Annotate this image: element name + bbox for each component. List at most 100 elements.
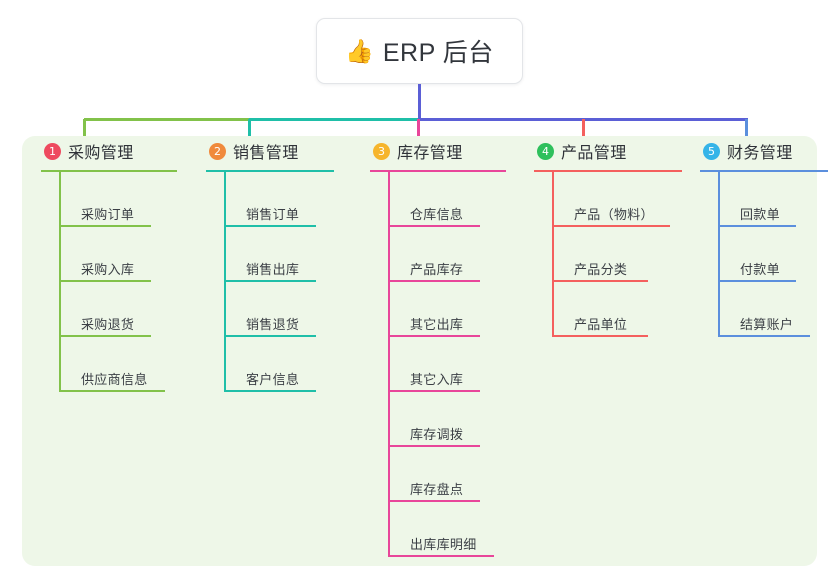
column-rule — [370, 170, 506, 172]
column-badge-icon: 2 — [209, 142, 226, 160]
column-header-2[interactable]: 2 销售管理 — [206, 136, 334, 166]
column-header-1[interactable]: 1 采购管理 — [41, 136, 177, 166]
leaf-node[interactable]: 结算账户 — [718, 282, 828, 337]
column-badge-icon: 1 — [44, 142, 61, 160]
leaf-node-label: 其它出库 — [410, 317, 464, 332]
leaf-node-rule — [59, 390, 165, 392]
leaf-node-rule — [59, 280, 151, 282]
leaf-node[interactable]: 客户信息 — [224, 337, 334, 392]
leaf-node-rule — [224, 390, 316, 392]
column-branch: 产品（物料） 产品分类产品单位 — [552, 172, 682, 337]
column-badge-icon: 4 — [537, 142, 554, 160]
leaf-node-rule — [388, 555, 494, 557]
column-3: 3 库存管理仓库信息产品库存其它出库其它入库库存调拨库存盘点出库库明细 — [370, 136, 506, 557]
leaf-node-label: 仓库信息 — [410, 207, 464, 222]
column-header-3[interactable]: 3 库存管理 — [370, 136, 506, 166]
column-branch: 销售订单销售出库销售退货客户信息 — [224, 172, 334, 392]
leaf-node-rule — [552, 280, 648, 282]
leaf-node[interactable]: 其它出库 — [388, 282, 506, 337]
leaf-node[interactable]: 产品单位 — [552, 282, 682, 337]
root-node[interactable]: 👍 ERP 后台 — [316, 18, 523, 84]
leaf-node[interactable]: 产品（物料） — [552, 172, 682, 227]
column-title: 库存管理 — [397, 145, 463, 162]
column-title: 销售管理 — [233, 145, 299, 162]
leaf-node-label: 其它入库 — [410, 372, 464, 387]
column-title: 采购管理 — [68, 145, 134, 162]
column-branch: 采购订单采购入库采购退货供应商信息 — [59, 172, 177, 392]
leaf-node-label: 销售出库 — [246, 262, 300, 277]
leaf-node-rule — [59, 225, 151, 227]
leaf-node[interactable]: 付款单 — [718, 227, 828, 282]
column-rule — [206, 170, 334, 172]
leaf-node-rule — [388, 335, 480, 337]
leaf-node-rule — [388, 500, 480, 502]
leaf-node-rule — [718, 335, 810, 337]
leaf-node[interactable]: 销售出库 — [224, 227, 334, 282]
leaf-node[interactable]: 出库库明细 — [388, 502, 506, 557]
leaf-node-label: 产品库存 — [410, 262, 464, 277]
leaf-node-label: 回款单 — [740, 207, 780, 222]
leaf-node[interactable]: 采购入库 — [59, 227, 177, 282]
leaf-node-label: 产品单位 — [574, 317, 628, 332]
leaf-node-label: 库存盘点 — [410, 482, 464, 497]
column-title: 财务管理 — [727, 145, 793, 162]
column-title: 产品管理 — [561, 145, 627, 162]
leaf-node-label: 产品（物料） — [574, 207, 654, 222]
column-branch: 仓库信息产品库存其它出库其它入库库存调拨库存盘点出库库明细 — [388, 172, 506, 557]
leaf-node-label: 库存调拨 — [410, 427, 464, 442]
column-header-4[interactable]: 4 产品管理 — [534, 136, 682, 166]
mindmap-panel: 1 采购管理采购订单采购入库采购退货供应商信息 2 销售管理销售订单销售出库销售退货客… — [22, 136, 828, 566]
leaf-node-label: 客户信息 — [246, 372, 300, 387]
leaf-node-rule — [388, 280, 480, 282]
column-5: 5 财务管理回款单付款单结算账户 — [700, 136, 828, 337]
column-rule — [700, 170, 828, 172]
column-badge-icon: 3 — [373, 142, 390, 160]
leaf-node-label: 销售退货 — [246, 317, 300, 332]
leaf-node-rule — [388, 390, 480, 392]
root-node-label: ERP 后台 — [382, 39, 494, 67]
leaf-node[interactable]: 供应商信息 — [59, 337, 177, 392]
leaf-node-rule — [224, 225, 316, 227]
leaf-node-label: 采购订单 — [81, 207, 135, 222]
leaf-node-label: 供应商信息 — [81, 372, 148, 387]
leaf-node-label: 出库库明细 — [410, 537, 477, 552]
column-badge-icon: 5 — [703, 142, 720, 160]
leaf-node-rule — [552, 335, 648, 337]
column-1: 1 采购管理采购订单采购入库采购退货供应商信息 — [41, 136, 177, 392]
leaf-node-rule — [552, 225, 670, 227]
leaf-node[interactable]: 仓库信息 — [388, 172, 506, 227]
leaf-node-label: 结算账户 — [740, 317, 794, 332]
leaf-node[interactable]: 销售退货 — [224, 282, 334, 337]
branch-spine — [552, 172, 554, 337]
column-branch: 回款单付款单结算账户 — [718, 172, 828, 337]
branch-spine — [59, 172, 61, 392]
branch-spine — [388, 172, 390, 557]
leaf-node-label: 采购入库 — [81, 262, 135, 277]
leaf-node[interactable]: 库存调拨 — [388, 392, 506, 447]
leaf-node[interactable]: 产品分类 — [552, 227, 682, 282]
leaf-node-rule — [388, 225, 480, 227]
column-2: 2 销售管理销售订单销售出库销售退货客户信息 — [206, 136, 334, 392]
leaf-node-rule — [224, 280, 316, 282]
branch-spine — [224, 172, 226, 392]
leaf-node[interactable]: 库存盘点 — [388, 447, 506, 502]
leaf-node[interactable]: 产品库存 — [388, 227, 506, 282]
column-rule — [41, 170, 177, 172]
column-header-5[interactable]: 5 财务管理 — [700, 136, 828, 166]
leaf-node[interactable]: 回款单 — [718, 172, 828, 227]
leaf-node-label: 销售订单 — [246, 207, 300, 222]
leaf-node-rule — [224, 335, 316, 337]
branch-spine — [718, 172, 720, 337]
leaf-node-label: 采购退货 — [81, 317, 135, 332]
leaf-node[interactable]: 销售订单 — [224, 172, 334, 227]
leaf-node-rule — [718, 225, 796, 227]
column-4: 4 产品管理产品（物料） 产品分类产品单位 — [534, 136, 682, 337]
column-rule — [534, 170, 682, 172]
leaf-node-rule — [59, 335, 151, 337]
thumbs-up-icon: 👍 — [345, 37, 374, 64]
leaf-node[interactable]: 采购退货 — [59, 282, 177, 337]
leaf-node-rule — [388, 445, 480, 447]
leaf-node[interactable]: 其它入库 — [388, 337, 506, 392]
leaf-node[interactable]: 采购订单 — [59, 172, 177, 227]
